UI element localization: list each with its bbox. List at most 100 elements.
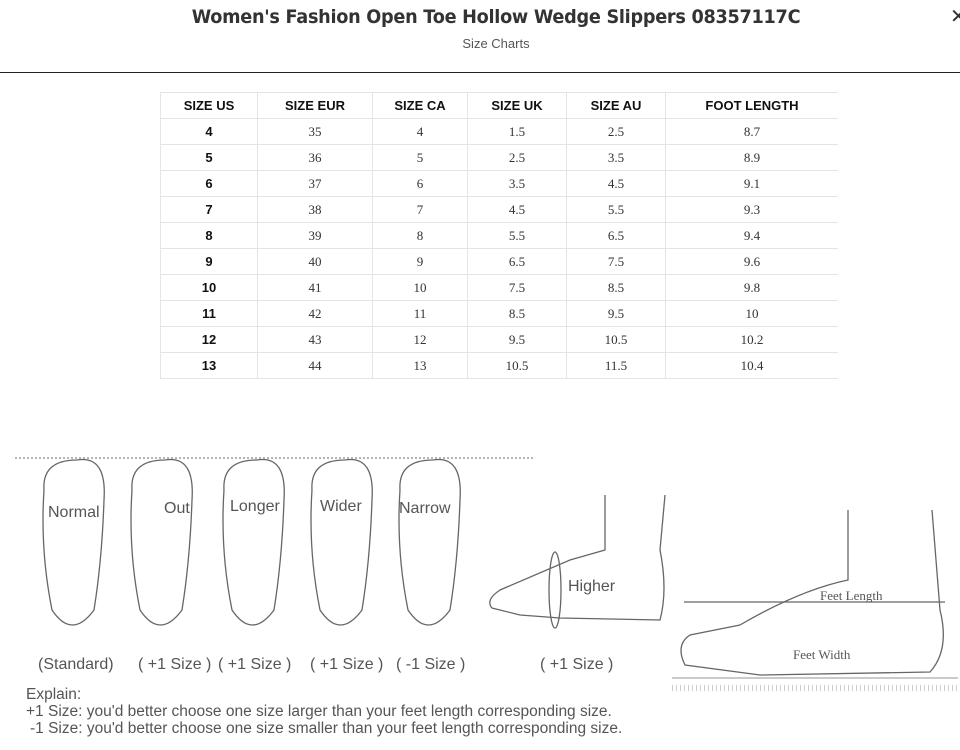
table-cell: 10.5 bbox=[467, 352, 567, 379]
table-cell: 9.1 bbox=[665, 170, 838, 197]
feet-width-label: Feet Width bbox=[793, 647, 851, 662]
table-cell: 10 bbox=[160, 274, 258, 301]
size-adjust-label: ( +1 Size ) bbox=[540, 656, 614, 673]
table-cell: 7 bbox=[372, 196, 468, 223]
column-header: SIZE EUR bbox=[257, 92, 373, 119]
explain-plus: +1 Size: you'd better choose one size la… bbox=[26, 703, 612, 720]
table-cell: 13 bbox=[160, 352, 258, 379]
table-cell: 11.5 bbox=[566, 352, 666, 379]
foot-outline bbox=[42, 458, 105, 626]
table-cell: 35 bbox=[257, 118, 373, 145]
table-cell: 8 bbox=[160, 222, 258, 249]
table-cell: 41 bbox=[257, 274, 373, 301]
table-cell: 8 bbox=[372, 222, 468, 249]
size-adjust-label: ( -1 Size ) bbox=[396, 656, 466, 673]
table-cell: 4 bbox=[160, 118, 258, 145]
table-cell: 9 bbox=[160, 248, 258, 275]
side-foot-drawing bbox=[489, 494, 666, 629]
divider bbox=[0, 72, 960, 73]
table-cell: 9.4 bbox=[665, 222, 838, 249]
table-cell: 6.5 bbox=[467, 248, 567, 275]
table-cell: 10.2 bbox=[665, 326, 838, 353]
table-cell: 6 bbox=[160, 170, 258, 197]
table-cell: 10 bbox=[372, 274, 468, 301]
table-cell: 8.7 bbox=[665, 118, 838, 145]
foot-type-label: Out bbox=[164, 500, 190, 517]
table-cell: 9.6 bbox=[665, 248, 838, 275]
size-adjust-label: ( +1 Size ) bbox=[218, 656, 292, 673]
feet-length-label: Feet Length bbox=[820, 588, 883, 603]
table-cell: 7.5 bbox=[467, 274, 567, 301]
table-cell: 10 bbox=[665, 300, 838, 327]
foot-outline bbox=[310, 458, 373, 626]
table-cell: 39 bbox=[257, 222, 373, 249]
foot-measure-drawing bbox=[672, 509, 958, 691]
table-cell: 4.5 bbox=[566, 170, 666, 197]
foot-outline bbox=[130, 458, 193, 626]
table-cell: 8.5 bbox=[566, 274, 666, 301]
size-adjust-label: (Standard) bbox=[38, 656, 114, 673]
table-cell: 43 bbox=[257, 326, 373, 353]
foot-drawings bbox=[15, 457, 958, 691]
table-cell: 9.5 bbox=[566, 300, 666, 327]
table-cell: 38 bbox=[257, 196, 373, 223]
close-icon[interactable]: ✕ bbox=[950, 6, 960, 28]
table-cell: 3.5 bbox=[566, 144, 666, 171]
table-cell: 7 bbox=[160, 196, 258, 223]
table-cell: 4.5 bbox=[467, 196, 567, 223]
table-cell: 12 bbox=[372, 326, 468, 353]
table-cell: 36 bbox=[257, 144, 373, 171]
foot-outline bbox=[398, 458, 461, 626]
table-cell: 13 bbox=[372, 352, 468, 379]
table-cell: 9 bbox=[372, 248, 468, 275]
foot-type-label: Normal bbox=[48, 504, 100, 521]
table-cell: 11 bbox=[160, 300, 258, 327]
table-cell: 10.4 bbox=[665, 352, 838, 379]
table-cell: 11 bbox=[372, 300, 468, 327]
table-cell: 3.5 bbox=[467, 170, 567, 197]
table-cell: 5.5 bbox=[566, 196, 666, 223]
table-cell: 1.5 bbox=[467, 118, 567, 145]
table-cell: 4 bbox=[372, 118, 468, 145]
foot-type-label: Longer bbox=[230, 498, 280, 515]
column-header: FOOT LENGTH bbox=[665, 92, 838, 119]
table-cell: 7.5 bbox=[566, 248, 666, 275]
column-header: SIZE AU bbox=[566, 92, 666, 119]
table-cell: 12 bbox=[160, 326, 258, 353]
column-header: SIZE CA bbox=[372, 92, 468, 119]
explain-title: Explain: bbox=[26, 686, 82, 703]
foot-type-label: Higher bbox=[568, 578, 616, 595]
size-adjust-label: ( +1 Size ) bbox=[310, 656, 384, 673]
explain-minus: -1 Size: you'd better choose one size sm… bbox=[30, 720, 623, 737]
table-cell: 2.5 bbox=[467, 144, 567, 171]
table-cell: 5 bbox=[160, 144, 258, 171]
table-cell: 6 bbox=[372, 170, 468, 197]
table-cell: 42 bbox=[257, 300, 373, 327]
foot-type-label: Narrow bbox=[399, 500, 451, 517]
table-cell: 5.5 bbox=[467, 222, 567, 249]
table-cell: 2.5 bbox=[566, 118, 666, 145]
column-header: SIZE UK bbox=[467, 92, 567, 119]
table-cell: 8.9 bbox=[665, 144, 838, 171]
table-cell: 9.3 bbox=[665, 196, 838, 223]
table-cell: 9.5 bbox=[467, 326, 567, 353]
table-cell: 40 bbox=[257, 248, 373, 275]
table-cell: 5 bbox=[372, 144, 468, 171]
table-cell: 44 bbox=[257, 352, 373, 379]
size-adjust-label: ( +1 Size ) bbox=[138, 656, 212, 673]
table-cell: 10.5 bbox=[566, 326, 666, 353]
column-header: SIZE US bbox=[160, 92, 258, 119]
page-title: Women's Fashion Open Toe Hollow Wedge Sl… bbox=[191, 6, 801, 28]
table-cell: 37 bbox=[257, 170, 373, 197]
